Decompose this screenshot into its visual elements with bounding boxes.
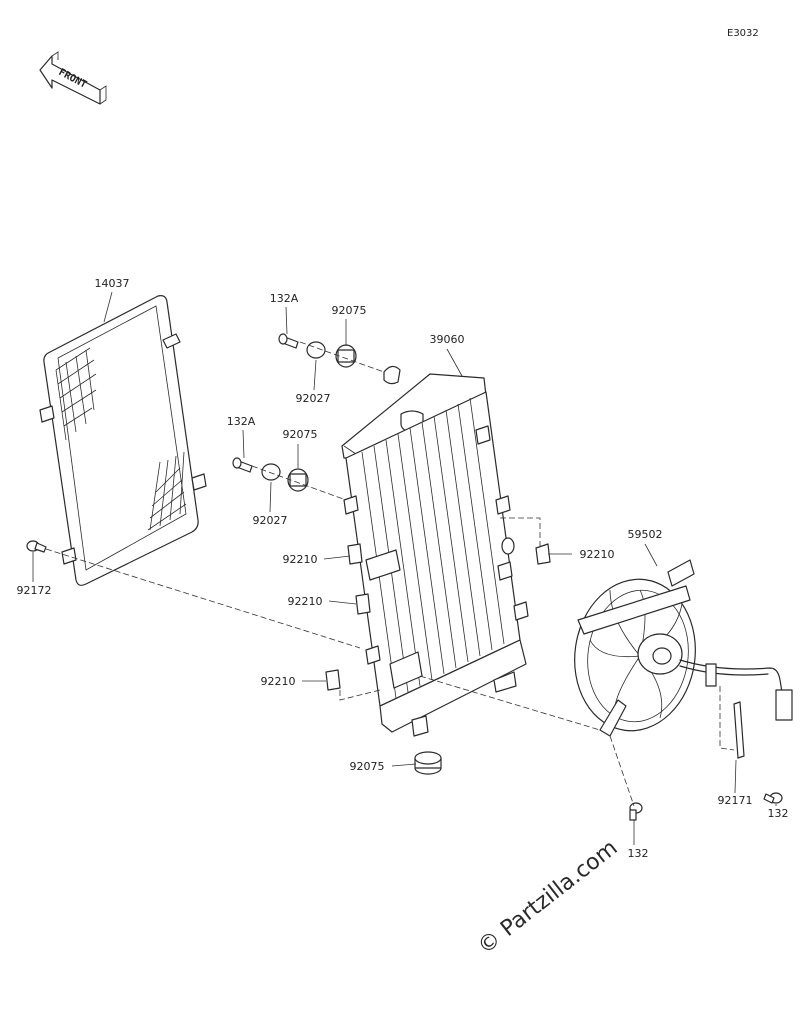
callout-92027-top: 92027 (296, 392, 331, 405)
middle-mount-hardware (232, 457, 309, 492)
bolt-132-right (763, 792, 783, 804)
callout-14037: 14037 (95, 277, 130, 290)
callout-39060: 39060 (430, 333, 465, 346)
callout-92075-bot: 92075 (350, 760, 385, 773)
callout-92027-mid: 92027 (253, 514, 288, 527)
wire-band (733, 701, 745, 759)
callout-132a-mid: 132A (227, 415, 256, 428)
callout-92210-c: 92210 (288, 595, 323, 608)
bottom-grommet (414, 751, 442, 775)
callout-labels: 14037 132A 92075 39060 92027 132A 92075 92027 59… (17, 277, 789, 860)
callout-132a-top: 132A (270, 292, 299, 305)
front-arrow-icon: FRONT (39, 51, 107, 105)
bolt-132-bottom (629, 802, 643, 821)
callout-132-bot: 132 (628, 847, 649, 860)
callout-92210-b: 92210 (580, 548, 615, 561)
fan-assembly (574, 559, 793, 737)
callout-132-right: 132 (768, 807, 789, 820)
callout-92210-d: 92210 (261, 675, 296, 688)
radiator-guard (39, 295, 207, 586)
radiator (341, 365, 529, 737)
watermark: © Partzilla.com (473, 836, 622, 960)
callout-59502: 59502 (628, 528, 663, 541)
callout-92075-mid: 92075 (283, 428, 318, 441)
diagram-code: E3032 (727, 28, 759, 39)
callout-92171: 92171 (718, 794, 753, 807)
bolt-92172 (26, 540, 47, 553)
clips-92210 (325, 543, 551, 691)
upper-mount-hardware (278, 333, 357, 368)
leader-lines (32, 291, 777, 845)
callout-92210-a: 92210 (283, 553, 318, 566)
callout-92172: 92172 (17, 584, 52, 597)
callout-92075-top: 92075 (332, 304, 367, 317)
